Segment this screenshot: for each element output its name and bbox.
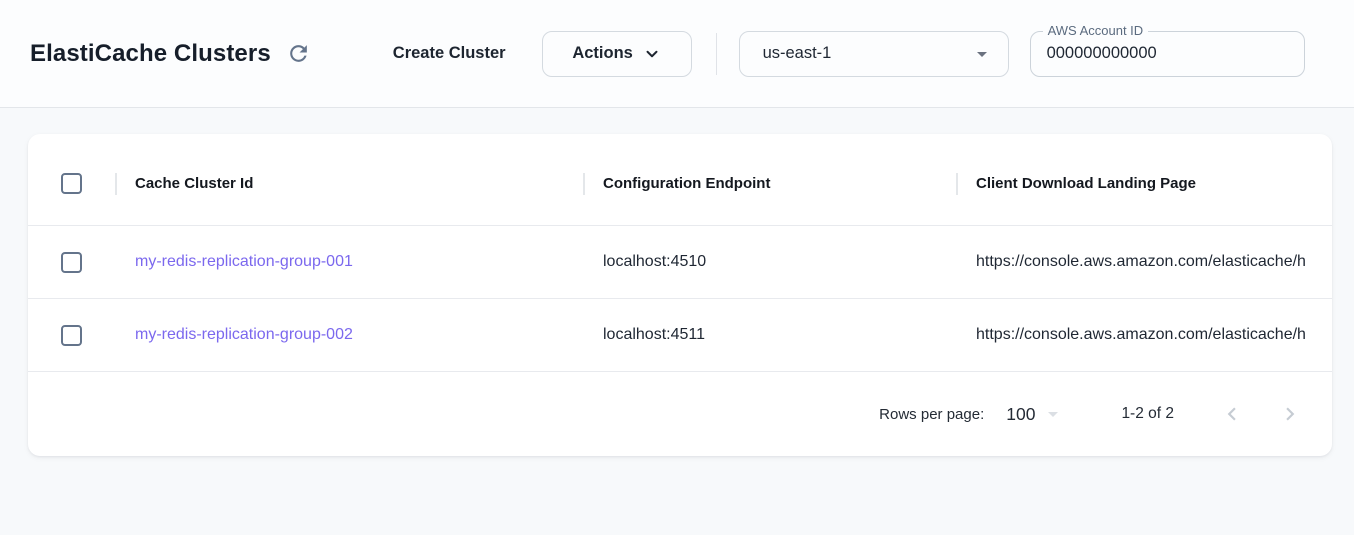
configuration-endpoint-value: localhost:4511 <box>603 326 705 343</box>
column-header-label: Cache Cluster Id <box>135 175 254 192</box>
configuration-endpoint-cell: localhost:4511 <box>583 299 956 371</box>
column-header-configuration-endpoint[interactable]: Configuration Endpoint <box>583 142 956 225</box>
cache-cluster-id-link[interactable]: my-redis-replication-group-002 <box>135 326 353 343</box>
pagination-range-label: 1-2 of 2 <box>1121 405 1174 422</box>
aws-account-id-input[interactable] <box>1030 31 1304 76</box>
page-title: ElastiCache Clusters <box>30 39 271 67</box>
cache-cluster-id-link[interactable]: my-redis-replication-group-001 <box>135 253 353 270</box>
row-checkbox-cell <box>28 299 115 371</box>
arrow-drop-down-icon <box>1048 412 1059 417</box>
table-row: my-redis-replication-group-002 localhost… <box>28 299 1332 372</box>
actions-button-label: Actions <box>572 44 633 62</box>
client-download-landing-page-value: https://console.aws.amazon.com/elasticac… <box>976 326 1306 343</box>
actions-button[interactable]: Actions <box>541 30 692 77</box>
row-checkbox[interactable] <box>61 324 82 346</box>
arrow-drop-down-icon <box>976 51 987 57</box>
cache-cluster-id-cell: my-redis-replication-group-001 <box>115 226 583 298</box>
rows-per-page-value: 100 <box>1006 403 1036 424</box>
cache-cluster-id-cell: my-redis-replication-group-002 <box>115 299 583 371</box>
chevron-left-icon <box>1227 407 1236 421</box>
client-download-landing-page-cell: https://console.aws.amazon.com/elasticac… <box>956 226 1332 298</box>
aws-account-id-label: AWS Account ID <box>1042 22 1149 38</box>
column-header-client-download-landing-page[interactable]: Client Download Landing Page <box>956 142 1332 225</box>
chevron-down-icon <box>646 50 658 57</box>
client-download-landing-page-value: https://console.aws.amazon.com/elasticac… <box>976 253 1306 270</box>
previous-page-button[interactable] <box>1212 394 1252 434</box>
column-header-label: Configuration Endpoint <box>603 175 771 192</box>
refresh-icon <box>290 45 308 62</box>
column-header-label: Client Download Landing Page <box>976 175 1197 192</box>
rows-per-page-label: Rows per page: <box>879 405 985 423</box>
table-pagination: Rows per page: 100 1-2 of 2 <box>28 372 1332 456</box>
region-select-value: us-east-1 <box>762 44 832 62</box>
header: ElastiCache Clusters Create Cluster Acti… <box>0 0 1354 108</box>
rows-per-page-select[interactable]: 100 <box>1006 402 1065 426</box>
header-checkbox-cell <box>28 142 115 225</box>
column-separator <box>956 172 958 195</box>
row-checkbox-cell <box>28 226 115 298</box>
client-download-landing-page-cell: https://console.aws.amazon.com/elasticac… <box>956 299 1332 371</box>
configuration-endpoint-value: localhost:4510 <box>603 253 707 270</box>
column-header-cache-cluster-id[interactable]: Cache Cluster Id <box>115 142 583 225</box>
select-all-checkbox[interactable] <box>61 173 82 194</box>
column-separator <box>583 172 585 195</box>
table-header-row: Cache Cluster Id Configuration Endpoint … <box>28 134 1332 226</box>
configuration-endpoint-cell: localhost:4510 <box>583 226 956 298</box>
app-root: ElastiCache Clusters Create Cluster Acti… <box>0 0 1354 456</box>
next-page-button[interactable] <box>1270 394 1310 434</box>
chevron-right-icon <box>1286 407 1295 421</box>
aws-account-id-field: AWS Account ID <box>1029 22 1305 77</box>
create-cluster-button[interactable]: Create Cluster <box>383 36 516 71</box>
column-separator <box>115 172 117 195</box>
table-row: my-redis-replication-group-001 localhost… <box>28 226 1332 299</box>
region-select[interactable]: us-east-1 <box>738 30 1009 77</box>
row-checkbox[interactable] <box>61 251 82 273</box>
header-divider <box>715 32 717 75</box>
refresh-button[interactable] <box>281 36 317 72</box>
clusters-table-card: Cache Cluster Id Configuration Endpoint … <box>28 134 1332 456</box>
